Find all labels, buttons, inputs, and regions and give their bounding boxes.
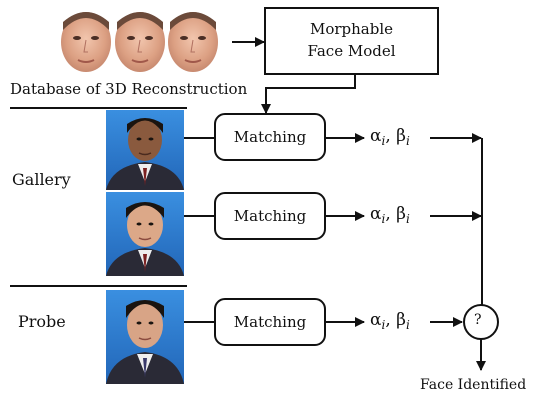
beta-symbol: β: [396, 126, 406, 146]
morphable-model-box: [264, 7, 439, 75]
alpha-symbol: α: [370, 310, 382, 330]
param-separator: ,: [385, 126, 391, 146]
matching-label-3: Matching: [233, 313, 307, 331]
gallery-photo-2: [106, 192, 184, 276]
reconstruction-face-2: [115, 12, 165, 72]
alpha-subscript: i: [381, 318, 386, 332]
beta-subscript: i: [405, 318, 410, 332]
params-label-3: αi, βi: [370, 310, 410, 332]
gallery-photo-1: [106, 110, 184, 190]
database-label: Database of 3D Reconstruction: [10, 80, 248, 98]
probe-photo: [106, 290, 184, 384]
beta-subscript: i: [405, 212, 410, 226]
decision-symbol: ?: [474, 312, 482, 328]
morphable-model-label: Morphable Face Model: [265, 18, 438, 62]
params-label-2: αi, βi: [370, 204, 410, 226]
param-separator: ,: [385, 204, 391, 224]
matching-label-1: Matching: [233, 128, 307, 146]
params-label-1: αi, βi: [370, 126, 410, 148]
gallery-label: Gallery: [12, 170, 71, 189]
beta-symbol: β: [396, 310, 406, 330]
param-separator: ,: [385, 310, 391, 330]
alpha-symbol: α: [370, 204, 382, 224]
probe-label: Probe: [18, 312, 66, 331]
reconstruction-face-1: [61, 12, 111, 72]
alpha-symbol: α: [370, 126, 382, 146]
result-label: Face Identified: [420, 377, 527, 393]
reconstruction-face-3: [168, 12, 218, 72]
beta-subscript: i: [405, 134, 410, 148]
morphable-model-line2: Face Model: [307, 42, 396, 60]
alpha-subscript: i: [381, 212, 386, 226]
morphable-model-line1: Morphable: [309, 20, 394, 38]
beta-symbol: β: [396, 204, 406, 224]
model-to-matching-arrow: [261, 74, 356, 114]
matching-label-2: Matching: [233, 207, 307, 225]
alpha-subscript: i: [381, 134, 386, 148]
